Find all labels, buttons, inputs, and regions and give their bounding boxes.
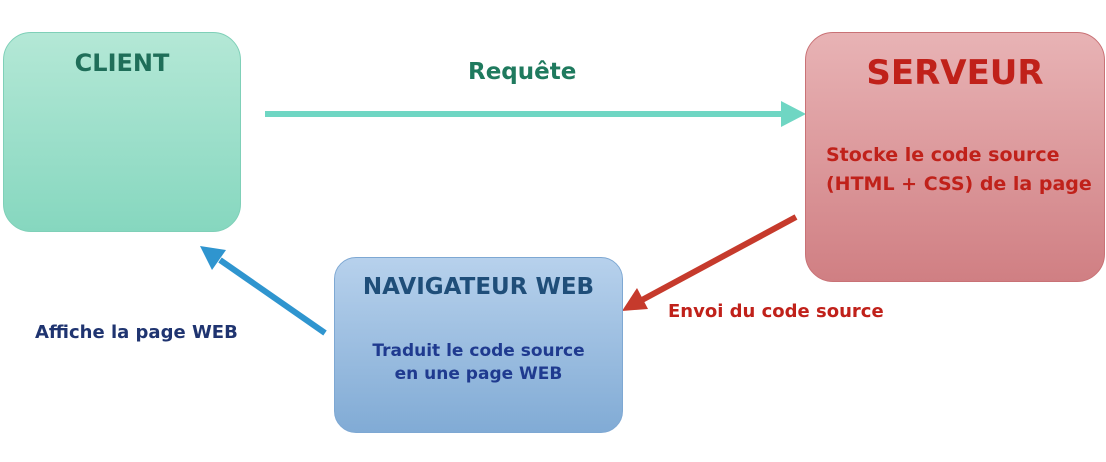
browser-description: Traduit le code source en une page WEB — [335, 340, 622, 386]
client-box: CLIENT — [3, 32, 241, 232]
server-box: SERVEUR Stocke le code source (HTML + CS… — [805, 32, 1105, 282]
display-page-label: Affiche la page WEB — [35, 322, 238, 343]
send-source-label: Envoi du code source — [668, 301, 884, 322]
browser-description-line-1: Traduit le code source — [372, 341, 585, 361]
browser-title: NAVIGATEUR WEB — [362, 274, 595, 300]
server-title: SERVEUR — [866, 53, 1044, 93]
send-source-arrow — [622, 214, 798, 311]
browser-description-line-2: en une page WEB — [394, 364, 563, 384]
browser-box: NAVIGATEUR WEB Traduit le code source en… — [334, 257, 623, 433]
display-arrow — [200, 246, 327, 336]
server-description: Stocke le code source (HTML + CSS) de la… — [826, 144, 1092, 195]
request-label: Requête — [468, 59, 577, 85]
request-arrow — [265, 101, 806, 127]
client-title: CLIENT — [74, 49, 170, 77]
